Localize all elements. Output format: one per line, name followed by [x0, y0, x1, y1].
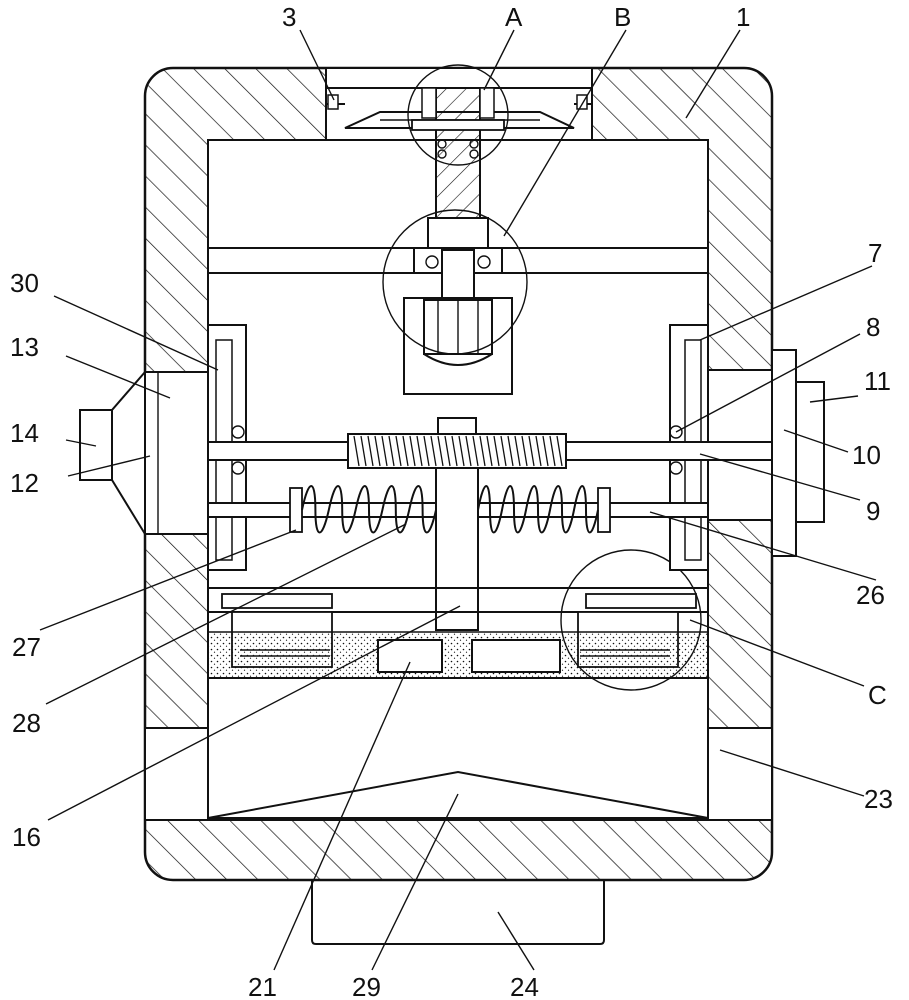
vertical-column: [435, 467, 479, 631]
thread-mark: [360, 435, 367, 467]
bottom-outlet: [311, 880, 605, 945]
label-11: 11: [864, 366, 891, 396]
label-13: 13: [10, 332, 39, 362]
thread-mark: [353, 435, 360, 467]
label-3: 3: [282, 2, 296, 32]
thread-mark: [549, 435, 556, 467]
label-10: 10: [852, 440, 881, 470]
label-21: 21: [248, 972, 277, 1000]
label-7: 7: [868, 238, 882, 268]
thread-mark: [472, 435, 479, 467]
label-16: 16: [12, 822, 41, 852]
label-14: 14: [10, 418, 39, 448]
thread-mark: [458, 435, 465, 467]
thread-mark: [381, 435, 388, 467]
label-A: A: [505, 2, 523, 32]
thread-mark: [409, 435, 416, 467]
thread-mark: [500, 435, 507, 467]
thread-mark: [465, 435, 472, 467]
thread-mark: [430, 435, 437, 467]
left-inlet: [79, 369, 209, 538]
thread-mark: [444, 435, 451, 467]
label-9: 9: [866, 496, 880, 526]
thread-mark: [388, 435, 395, 467]
thread-mark: [486, 435, 493, 467]
label-8: 8: [866, 312, 880, 342]
leader-lines: [39, 29, 877, 971]
label-B: B: [614, 2, 631, 32]
thread-mark: [493, 435, 500, 467]
thread-mark: [514, 435, 521, 467]
label-24: 24: [510, 972, 539, 1000]
thread-mark: [402, 435, 409, 467]
thread-mark: [395, 435, 402, 467]
thread-mark: [542, 435, 549, 467]
lower-platform: [207, 587, 709, 679]
callout-labels: 3 A B 1 7 30 13 8 11 14 10 12 9 26 27 C …: [10, 2, 893, 1000]
thread-mark: [556, 435, 563, 467]
thread-mark: [479, 435, 486, 467]
label-23: 23: [864, 784, 893, 814]
threaded-shaft: [207, 417, 773, 469]
label-30: 30: [10, 268, 39, 298]
thread-mark: [451, 435, 458, 467]
right-plate: [771, 349, 825, 557]
thread-mark: [507, 435, 514, 467]
label-12: 12: [10, 468, 39, 498]
thread-mark: [416, 435, 423, 467]
thread-mark: [535, 435, 542, 467]
thread-mark: [423, 435, 430, 467]
thread-mark: [374, 435, 381, 467]
label-27: 27: [12, 632, 41, 662]
label-C: C: [868, 680, 887, 710]
thread-mark: [437, 435, 444, 467]
thread-mark: [521, 435, 528, 467]
label-1: 1: [736, 2, 750, 32]
label-29: 29: [352, 972, 381, 1000]
label-26: 26: [856, 580, 885, 610]
label-28: 28: [12, 708, 41, 738]
thread-mark: [528, 435, 535, 467]
thread-mark: [367, 435, 374, 467]
